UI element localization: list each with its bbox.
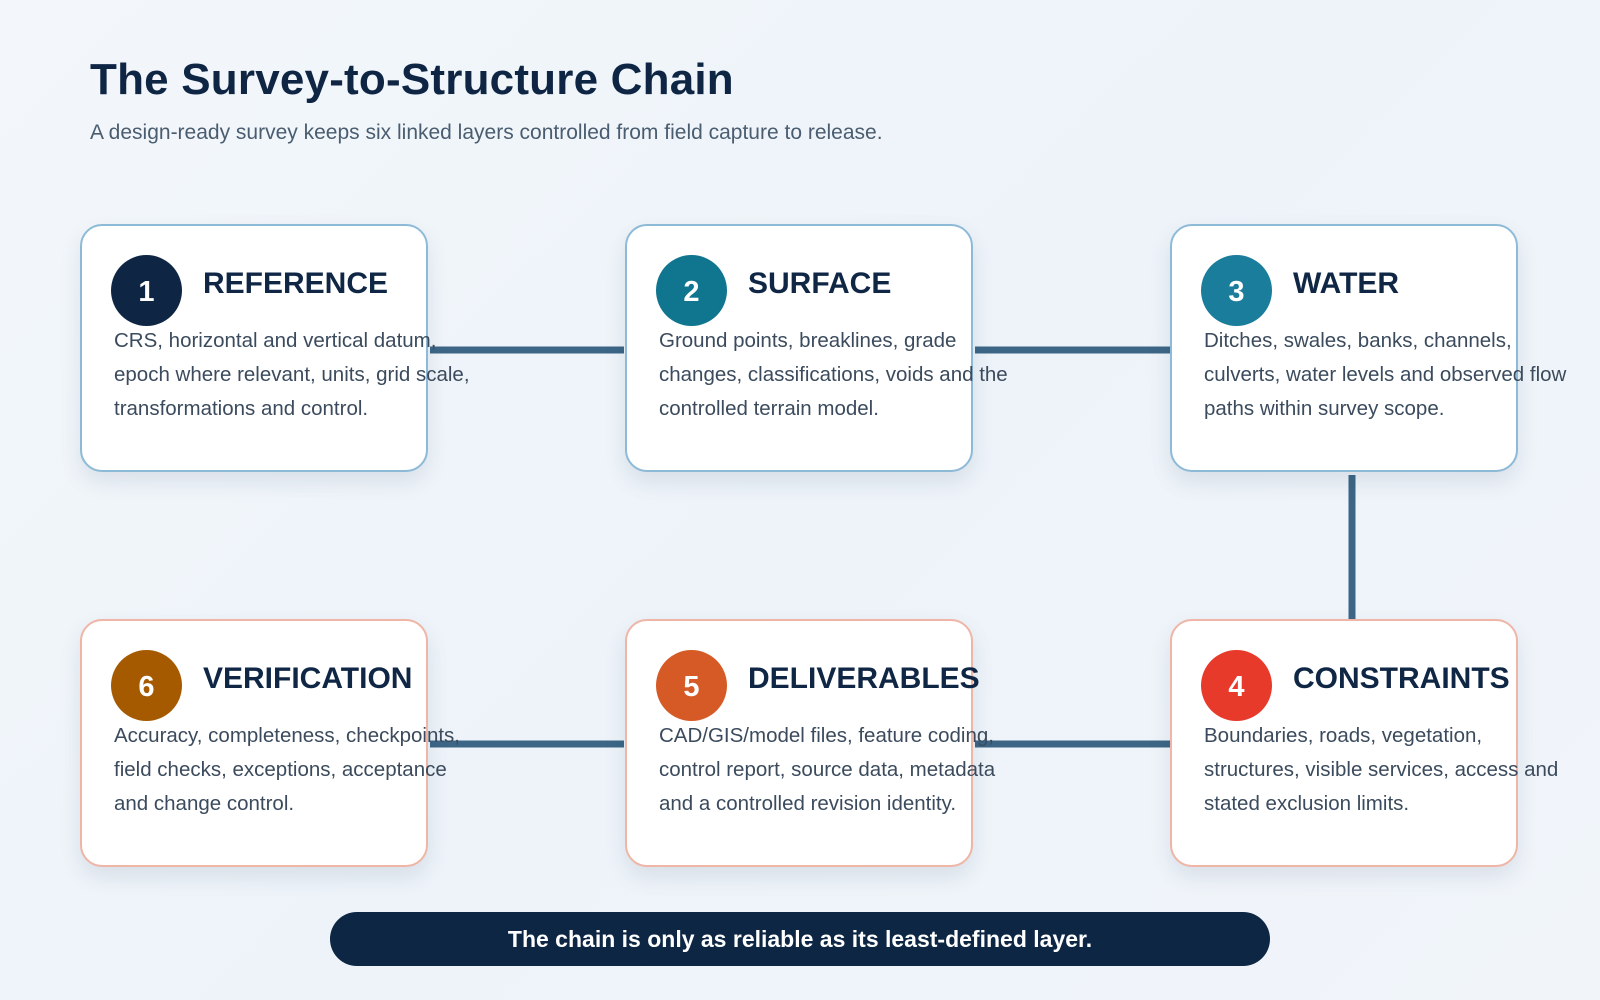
layer-card-water: 3 WATER Ditches, swales, banks, channels… — [1170, 224, 1566, 472]
layer-description: CRS, horizontal and vertical datum, epoc… — [114, 329, 470, 420]
page-title: The Survey-to-Structure Chain — [90, 55, 734, 104]
page-subtitle: A design-ready survey keeps six linked l… — [90, 121, 883, 144]
summary-text: The chain is only as reliable as its lea… — [507, 925, 1093, 952]
layer-description: CAD/GIS/model files, feature coding, con… — [659, 724, 996, 815]
layer-card-constraints: 4 CONSTRAINTS Boundaries, roads, vegetat… — [1170, 619, 1558, 867]
step-badge: 2 — [656, 255, 727, 326]
layer-description: Ditches, swales, banks, channels, culver… — [1204, 329, 1567, 420]
layer-card-deliverables: 5 DELIVERABLES CAD/GIS/model files, feat… — [625, 619, 995, 867]
layer-title: REFERENCE — [203, 267, 389, 300]
step-badge: 3 — [1201, 255, 1272, 326]
layer-title: CONSTRAINTS — [1293, 662, 1510, 695]
step-badge: 4 — [1201, 650, 1272, 721]
layer-description: Accuracy, completeness, checkpoints, fie… — [114, 724, 460, 815]
layer-title: VERIFICATION — [203, 662, 413, 695]
summary-banner: The chain is only as reliable as its lea… — [330, 912, 1270, 966]
step-badge: 1 — [111, 255, 182, 326]
layer-description: Ground points, breaklines, grade changes… — [659, 329, 1008, 420]
layer-description: Boundaries, roads, vegetation, structure… — [1204, 724, 1559, 815]
layer-title: WATER — [1293, 267, 1400, 300]
layer-card-verification: 6 VERIFICATION Accuracy, completeness, c… — [80, 619, 460, 867]
layer-card-surface: 2 SURFACE Ground points, breaklines, gra… — [625, 224, 1008, 472]
step-badge: 6 — [111, 650, 182, 721]
layer-card-reference: 1 REFERENCE CRS, horizontal and vertical… — [80, 224, 470, 472]
layer-title: DELIVERABLES — [748, 662, 980, 695]
layer-title: SURFACE — [748, 267, 892, 300]
step-badge: 5 — [656, 650, 727, 721]
